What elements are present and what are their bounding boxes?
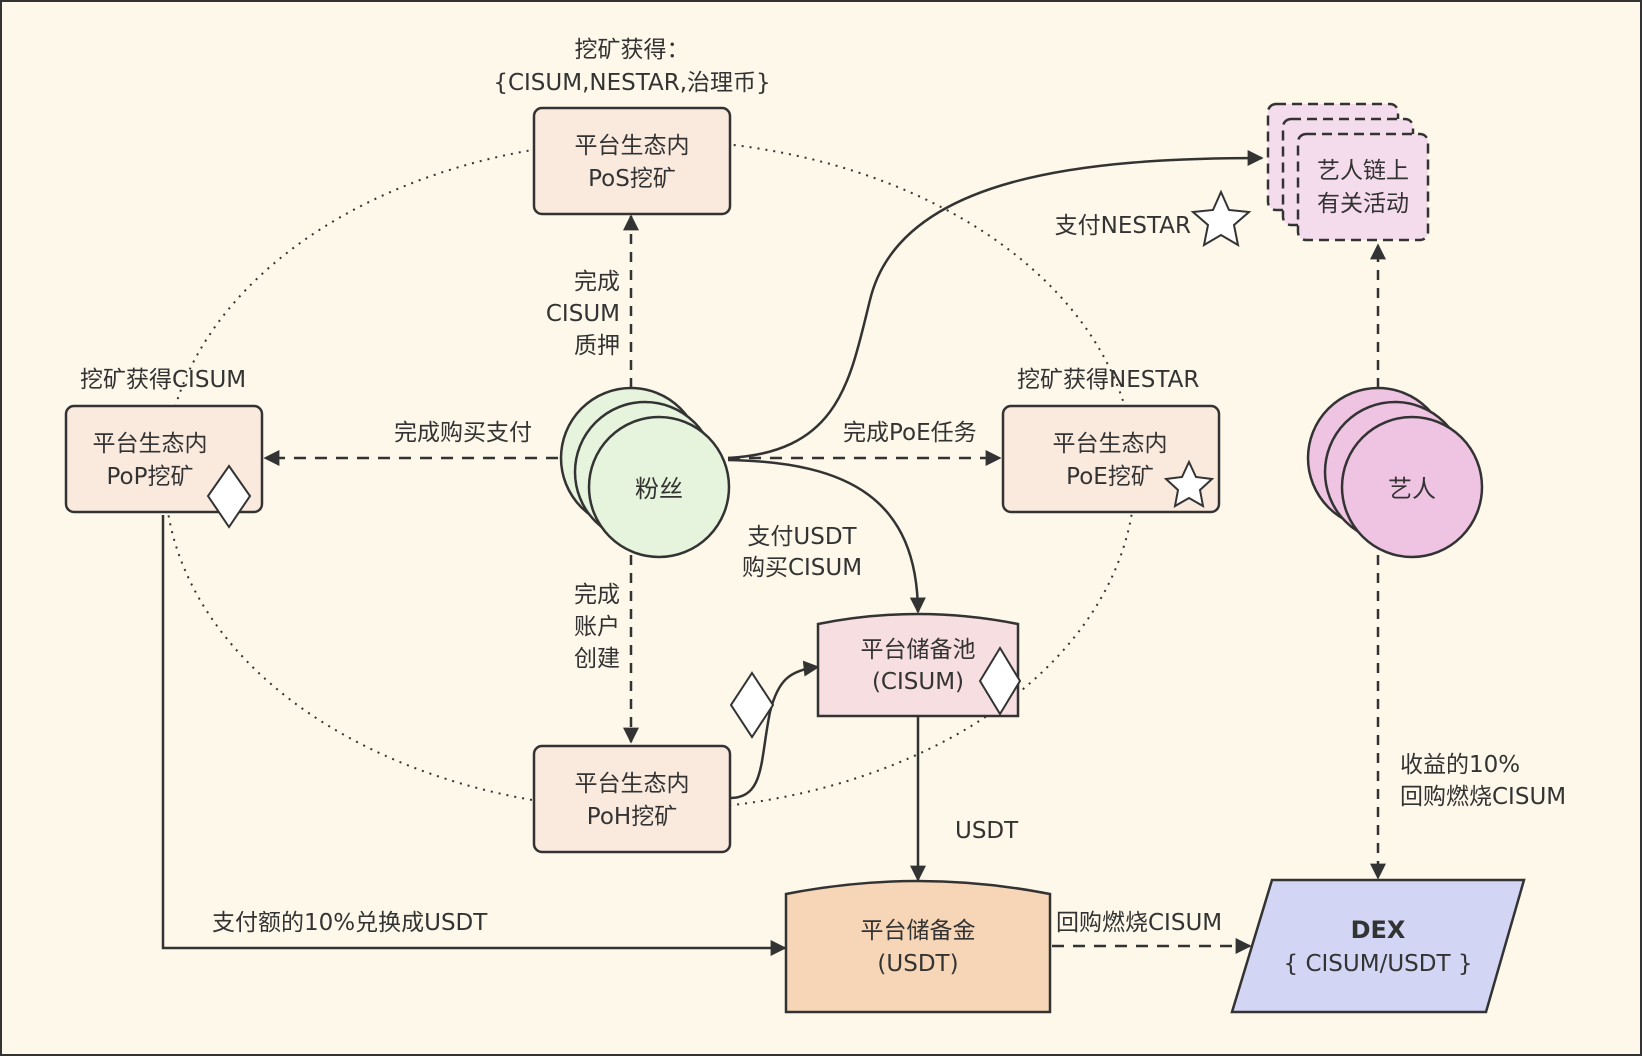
poh-mining-node: 平台生态内 PoH挖矿 [532, 744, 732, 854]
poe-task-label: 完成PoE任务 [843, 420, 977, 446]
pos-reward-line1: 挖矿获得： [575, 37, 690, 63]
pos-node-line2: PoS挖矿 [588, 166, 676, 192]
pos-node-line1: 平台生态内 [575, 133, 690, 159]
poe-node-line1: 平台生态内 [1053, 431, 1168, 457]
dex-line1: DEX [1351, 916, 1406, 944]
poh-node-line2: PoH挖矿 [587, 804, 677, 830]
revenue-10pct-label: 收益的10% [1400, 752, 1520, 778]
reserve-pool-node: 平台储备池 (CISUM) [816, 612, 1022, 718]
buy-cisum-label: 购买CISUM [742, 555, 862, 581]
pool-line1: 平台储备池 [861, 637, 976, 663]
star-icon [1190, 189, 1252, 247]
star-icon [1163, 459, 1215, 508]
fans-label: 粉丝 [635, 475, 683, 503]
pos-mining-node: 平台生态内 PoS挖矿 [532, 106, 732, 216]
reserve-fund-node: 平台储备金 (USDT) [784, 879, 1052, 1014]
diamond-icon [206, 464, 252, 529]
pop-mining-node: 平台生态内 PoP挖矿 [64, 404, 264, 529]
account-label-2: 账户 [574, 614, 620, 640]
dex-line2: { CISUM/USDT } [1284, 951, 1473, 977]
stake-label-3: 质押 [574, 333, 620, 359]
artist-activity-node: 艺人链上 有关活动 [1266, 102, 1430, 242]
pos-reward-line2: {CISUM,NESTAR,治理币} [493, 70, 770, 96]
activity-line2: 有关活动 [1317, 191, 1409, 217]
pop-node-line2: PoP挖矿 [107, 464, 194, 490]
stake-label-1: 完成 [574, 269, 620, 295]
account-label-1: 完成 [574, 582, 620, 608]
poe-reward-label: 挖矿获得NESTAR [1017, 367, 1199, 393]
arrow-fans-to-pool [727, 458, 926, 614]
arrow-poh-to-pool [729, 660, 820, 800]
poe-mining-node: 平台生态内 PoE挖矿 [1001, 404, 1221, 514]
fans-node: 粉丝 [559, 386, 731, 559]
artist-node: 艺人 [1306, 386, 1484, 559]
pool-line2: (CISUM) [872, 669, 964, 695]
usdt-label: USDT [955, 818, 1019, 844]
pay-usdt-label: 支付USDT [747, 524, 857, 550]
pop-reward-label: 挖矿获得CISUM [80, 367, 246, 393]
reserve-line1: 平台储备金 [861, 918, 976, 944]
artist-label: 艺人 [1388, 475, 1436, 503]
arrow-pop-to-reserve [161, 515, 787, 956]
revenue-buyback-label: 回购燃烧CISUM [1400, 784, 1566, 810]
diamond-icon [978, 646, 1022, 716]
purchase-pay-label: 完成购买支付 [394, 420, 532, 446]
dex-node: DEX { CISUM/USDT } [1230, 878, 1526, 1014]
pop-node-line1: 平台生态内 [93, 431, 208, 457]
poe-node-line2: PoE挖矿 [1066, 464, 1154, 490]
account-label-3: 创建 [574, 646, 620, 672]
activity-line1: 艺人链上 [1317, 158, 1409, 184]
reserve-line2: (USDT) [877, 951, 958, 977]
arrow-fans-to-activity [727, 150, 1264, 460]
buyback-burn-label: 回购燃烧CISUM [1056, 910, 1222, 936]
pay-10pct-label: 支付额的10%兑换成USDT [212, 910, 488, 936]
pay-nestar-label: 支付NESTAR [1055, 213, 1191, 239]
stake-label-2: CISUM [546, 301, 620, 327]
poh-node-line1: 平台生态内 [575, 771, 690, 797]
diamond-icon [729, 671, 775, 739]
